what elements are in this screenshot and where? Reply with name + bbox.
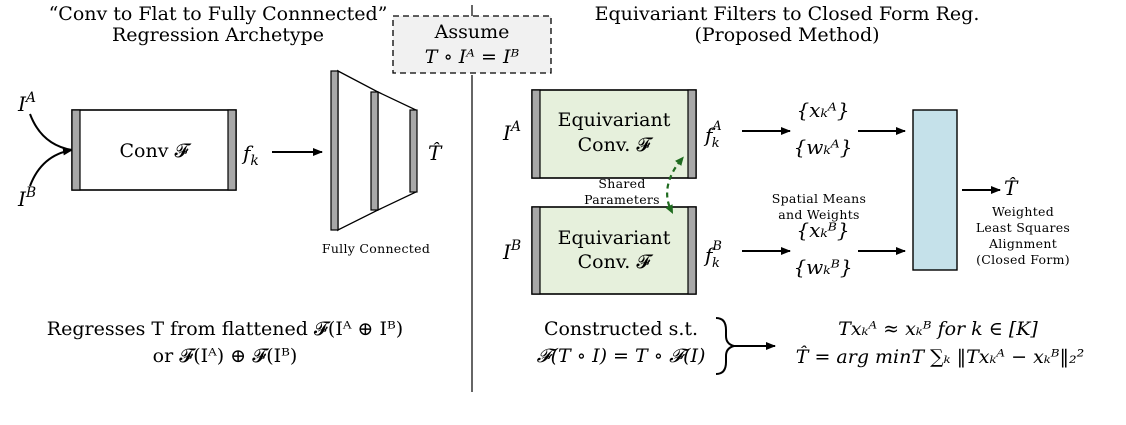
left-caption-line1: Regresses T from flattened 𝓕(Iᴬ ⊕ Iᴮ) (47, 318, 403, 340)
right-title-line2: (Proposed Method) (694, 24, 879, 46)
assume-line2: T ∘ Iᴬ = Iᴮ (425, 46, 520, 68)
left-input-a: IA (17, 90, 36, 116)
result-line1: Txₖᴬ ≈ xₖᴮ for k ∈ [K] (838, 318, 1038, 340)
assume-box: Assume T ∘ Iᴬ = Iᴮ (392, 15, 552, 74)
equivariant-conv-b-in-bar (531, 206, 541, 295)
equivariant-conv-b (531, 206, 697, 295)
left-caption-line2: or 𝓕(Iᴬ) ⊕ 𝓕(Iᴮ) (153, 345, 298, 367)
left-feature-label: fk (241, 141, 259, 169)
input-a-merge-curve (29, 113, 73, 151)
left-title-line1: “Conv to Flat to Fully Connnected” (49, 3, 388, 25)
assume-line1: Assume (434, 21, 510, 43)
input-b-merge-curve (29, 147, 73, 187)
right-input-a: IA (502, 119, 521, 145)
equivariant-conv-b-line1: Equivariant (558, 227, 671, 249)
right-title-line1: Equivariant Filters to Closed Form Reg. (595, 3, 980, 25)
fc-layer-3 (409, 109, 418, 193)
equivariant-conv-b-line2: Conv. 𝓕 (578, 251, 655, 273)
right-panel: Equivariant Filters to Closed Form Reg. … (502, 3, 1085, 375)
left-conv-output-bar (227, 109, 237, 191)
wls-block (912, 109, 958, 271)
wls-line1: Weighted (992, 204, 1054, 219)
fc-layer-2 (370, 91, 379, 211)
constructed-brace (715, 317, 735, 375)
fc-layer-1 (330, 70, 339, 231)
spatial-line1: Spatial Means (772, 191, 866, 206)
spatial-line2: and Weights (778, 207, 860, 222)
result-line2: T̂ = arg minT ∑ₖ ‖Txₖᴬ − xₖᴮ‖₂² (796, 346, 1085, 368)
shared-line1: Shared (598, 176, 645, 191)
constructed-line2: 𝓕(T ∘ I) = T ∘ 𝓕(I) (537, 345, 706, 367)
assume-box-frame (392, 15, 552, 74)
right-input-b: IB (502, 238, 521, 264)
keypoints-a: {xₖᴬ} (796, 98, 849, 122)
left-conv-input-bar (71, 109, 81, 191)
wls-line4: (Closed Form) (976, 252, 1070, 267)
keypoints-b: {xₖᴮ} (796, 218, 849, 242)
left-conv-label: Conv 𝓕 (119, 140, 192, 162)
equivariant-conv-a-in-bar (531, 89, 541, 179)
left-panel: “Conv to Flat to Fully Connnected” Regre… (17, 3, 443, 367)
equivariant-conv-b-out-bar (687, 206, 697, 295)
wls-line2: Least Squares (976, 220, 1070, 235)
left-input-b: IB (17, 185, 36, 211)
fc-label: Fully Connected (322, 241, 430, 256)
left-title-line2: Regression Archetype (112, 24, 324, 46)
weights-b: {wₖᴮ} (793, 255, 852, 279)
left-conv-box (71, 109, 237, 191)
shared-line2: Parameters (584, 192, 660, 207)
right-output-label: T̂ (1004, 176, 1019, 200)
equivariant-conv-a-line1: Equivariant (558, 109, 671, 131)
constructed-line1: Constructed s.t. (544, 318, 698, 340)
equivariant-conv-a-line2: Conv. 𝓕 (578, 134, 655, 156)
left-output-label: T̂ (428, 141, 443, 165)
shared-parameters-arrow (665, 156, 684, 215)
weights-a: {wₖᴬ} (794, 135, 853, 159)
wls-line3: Alignment (988, 236, 1057, 251)
equivariant-conv-a-out-bar (687, 89, 697, 179)
